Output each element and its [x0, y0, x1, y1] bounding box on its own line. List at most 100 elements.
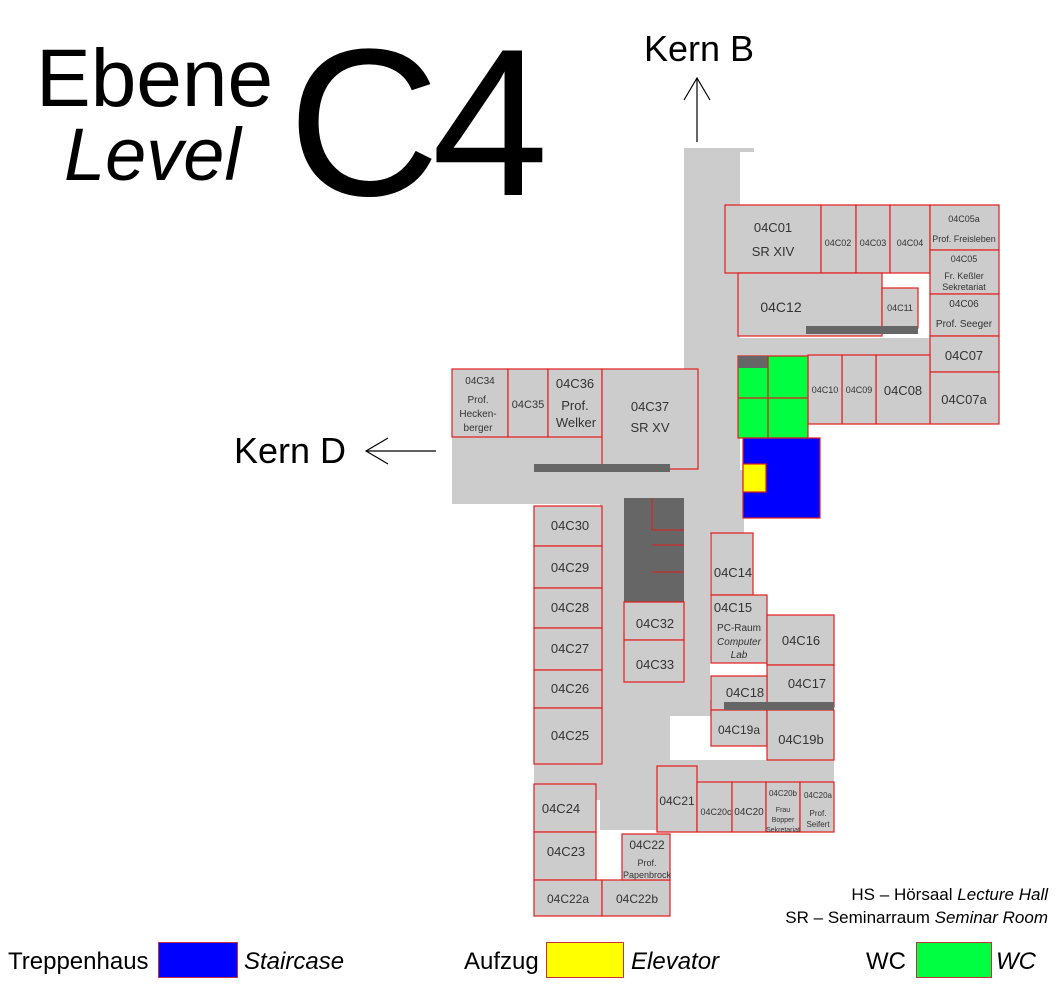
room-label: Frau [776, 807, 791, 814]
room-04c27[interactable] [533, 627, 603, 671]
room-label: Seifert [806, 820, 830, 829]
arrow-left-icon [364, 437, 436, 465]
room-04c19b[interactable] [766, 709, 835, 761]
room-label: 04C03 [860, 238, 887, 248]
room-04c29[interactable] [533, 545, 603, 589]
room-label: 04C21 [659, 794, 695, 808]
room-04c12[interactable] [737, 272, 883, 337]
legend-elevator-swatch [546, 942, 624, 978]
room-label: 04C27 [551, 641, 589, 656]
room-label: Lab [731, 650, 748, 661]
room-04c21[interactable] [656, 765, 698, 833]
room-04c30[interactable] [533, 505, 603, 547]
room-label: Prof. [467, 395, 488, 406]
room-04c04[interactable] [889, 204, 931, 274]
room-04c34[interactable] [451, 368, 509, 438]
legend-wc-swatch [916, 942, 992, 978]
room-04c05a[interactable] [929, 204, 1000, 251]
room-label: 04C35 [512, 399, 544, 411]
room-label: Sekretariat [942, 282, 986, 292]
room-label: Sekretariat [766, 827, 800, 834]
room-04c14[interactable] [710, 532, 754, 596]
abbr-code: HS [851, 885, 876, 904]
room-04c23[interactable] [533, 831, 597, 881]
abbr-en: Seminar Room [934, 908, 1048, 927]
room-label: 04C26 [551, 681, 589, 696]
room-04c07[interactable] [929, 335, 1000, 373]
room-label: 04C37 [631, 399, 669, 414]
room-label: 04C19a [718, 723, 760, 737]
legend-staircase-swatch [158, 942, 238, 978]
room-label: 04C12 [760, 299, 801, 315]
legend-staircase-de: Treppenhaus [8, 948, 149, 975]
room-label: 04C22b [616, 892, 658, 906]
room-label: 04C11 [887, 303, 913, 313]
room-04c01[interactable] [724, 204, 822, 274]
room-04c24[interactable] [533, 783, 597, 833]
room-label: SR XV [630, 420, 669, 435]
room-label: PC-Raum [717, 623, 761, 634]
room-label: 04C30 [551, 518, 589, 533]
room-04c11[interactable] [881, 287, 919, 329]
room-label: 04C07a [941, 392, 987, 407]
abbr-de: Hörsaal [893, 885, 953, 904]
room-label: 04C14 [714, 565, 752, 580]
corridor-floor [452, 148, 934, 830]
abbr-sep: – [879, 885, 890, 904]
room-label: Welker [556, 415, 597, 430]
room-04c22b[interactable] [601, 879, 671, 917]
room-04c02[interactable] [820, 204, 857, 274]
room-label: 04C28 [551, 600, 589, 615]
room-label: Prof. [637, 858, 656, 868]
room-04c06[interactable] [929, 293, 1000, 337]
room-04c28[interactable] [533, 587, 603, 629]
room-label: 04C10 [812, 385, 839, 395]
wall-block [806, 326, 918, 334]
room-label: 04C19b [778, 732, 824, 747]
elevator-area [742, 463, 767, 493]
room-04c20[interactable] [731, 781, 767, 833]
room-label: 04C23 [547, 844, 585, 859]
room-04c05[interactable] [929, 249, 1000, 295]
room-04c20c[interactable] [696, 781, 733, 833]
room-04c25[interactable] [533, 707, 603, 765]
room-label: Prof. [561, 398, 588, 413]
room-04c22[interactable] [621, 833, 671, 881]
room-label: 04C04 [897, 238, 924, 248]
room-label: 04C32 [636, 616, 674, 631]
room-04c26[interactable] [533, 669, 603, 709]
room-label: 04C15 [714, 600, 752, 615]
abbr-sep: – [813, 908, 824, 927]
arrow-up-icon [683, 76, 711, 142]
wall-block [724, 702, 834, 710]
legend-wc-de: WC [866, 948, 906, 975]
room-04c10[interactable] [807, 354, 843, 425]
room-04c37[interactable] [601, 368, 699, 470]
service-core [624, 498, 684, 602]
room-label: Papenbrock [623, 870, 672, 880]
legend-elevator-en: Elevator [631, 948, 720, 975]
room-label: 04C24 [542, 801, 580, 816]
room-04c19a[interactable] [710, 709, 768, 747]
room-label: 04C20b [769, 789, 798, 798]
room-04c09[interactable] [841, 354, 877, 425]
room-label: 04C20 [734, 807, 764, 818]
room-04c36[interactable] [547, 368, 603, 438]
room-label: berger [464, 423, 494, 434]
room-label: 04C20c [700, 807, 732, 817]
abbr-de: Seminarraum [827, 908, 930, 927]
room-04c35[interactable] [507, 368, 549, 438]
room-label: 04C22a [547, 892, 589, 906]
room-04c32[interactable] [623, 601, 685, 641]
room-04c15[interactable] [710, 594, 768, 664]
room-04c20a[interactable] [799, 781, 835, 833]
title-level: Level [64, 113, 241, 196]
legend-wc-en: WC [996, 948, 1036, 975]
room-04c08[interactable] [875, 354, 931, 425]
direction-kern-b-label: Kern B [644, 28, 755, 69]
room-label: 04C09 [846, 385, 873, 395]
room-label: 04C16 [782, 633, 820, 648]
room-label: 04C25 [551, 728, 589, 743]
room-04c33[interactable] [623, 639, 685, 683]
room-label: Fr. Keßler [944, 271, 984, 281]
